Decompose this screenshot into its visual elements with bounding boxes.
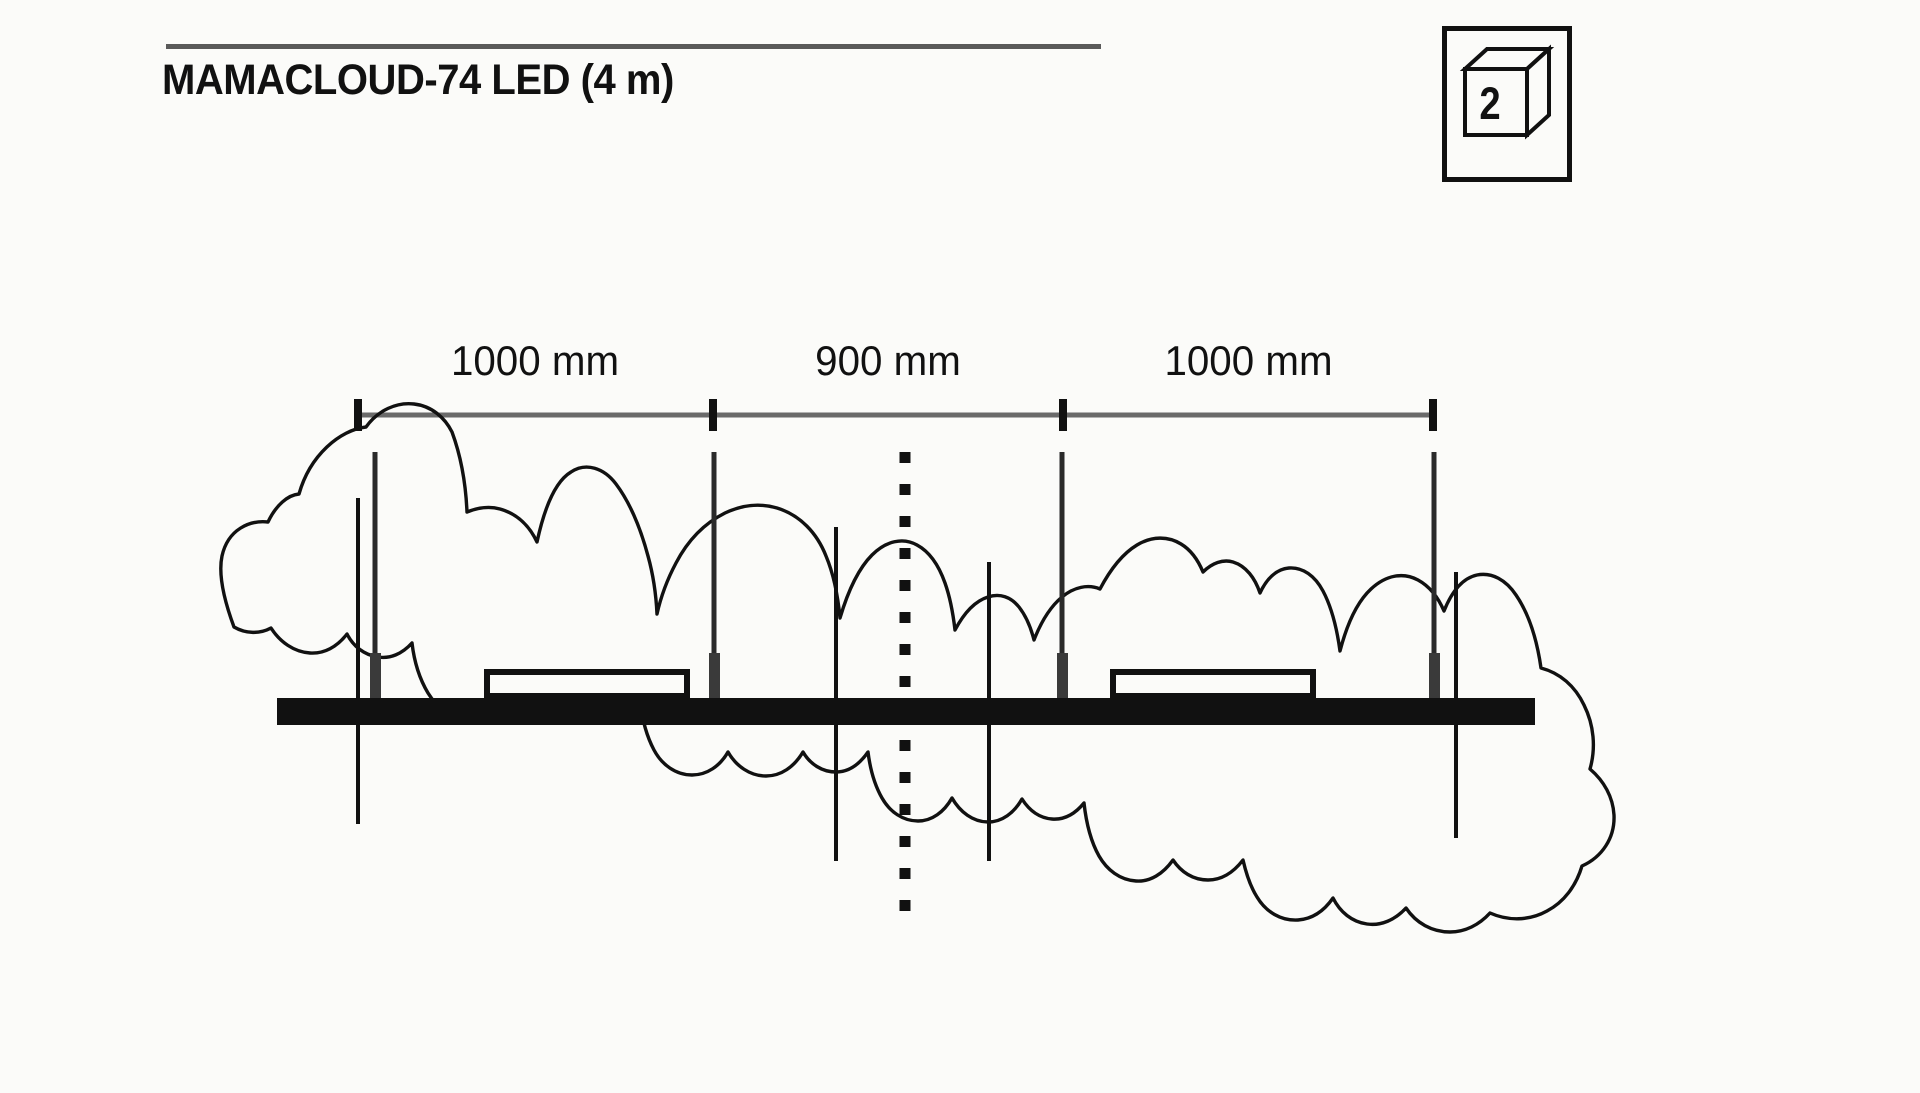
dimension-line-group	[354, 399, 1437, 431]
suspension-cables	[370, 452, 1440, 701]
quantity-value: 2	[1479, 78, 1501, 129]
cube-icon	[1459, 44, 1555, 140]
cable-connector-2	[709, 653, 720, 701]
driver-box-right	[1110, 669, 1316, 699]
driver-boxes	[484, 669, 1316, 699]
page-title: MAMACLOUD-74 LED (4 m)	[162, 56, 674, 104]
dimension-label-left: 1000 mm	[450, 336, 620, 384]
cloud-outline	[219, 402, 1616, 934]
cable-connector-4	[1429, 653, 1440, 701]
cable-connector-1	[370, 653, 381, 701]
driver-box-left	[484, 669, 690, 699]
title-underline	[166, 44, 1101, 49]
dimension-label-right: 1000 mm	[1164, 336, 1333, 384]
cable-connector-3	[1057, 653, 1068, 701]
quantity-badge: 2	[1442, 26, 1572, 182]
dimension-label-center: 900 mm	[815, 336, 961, 384]
